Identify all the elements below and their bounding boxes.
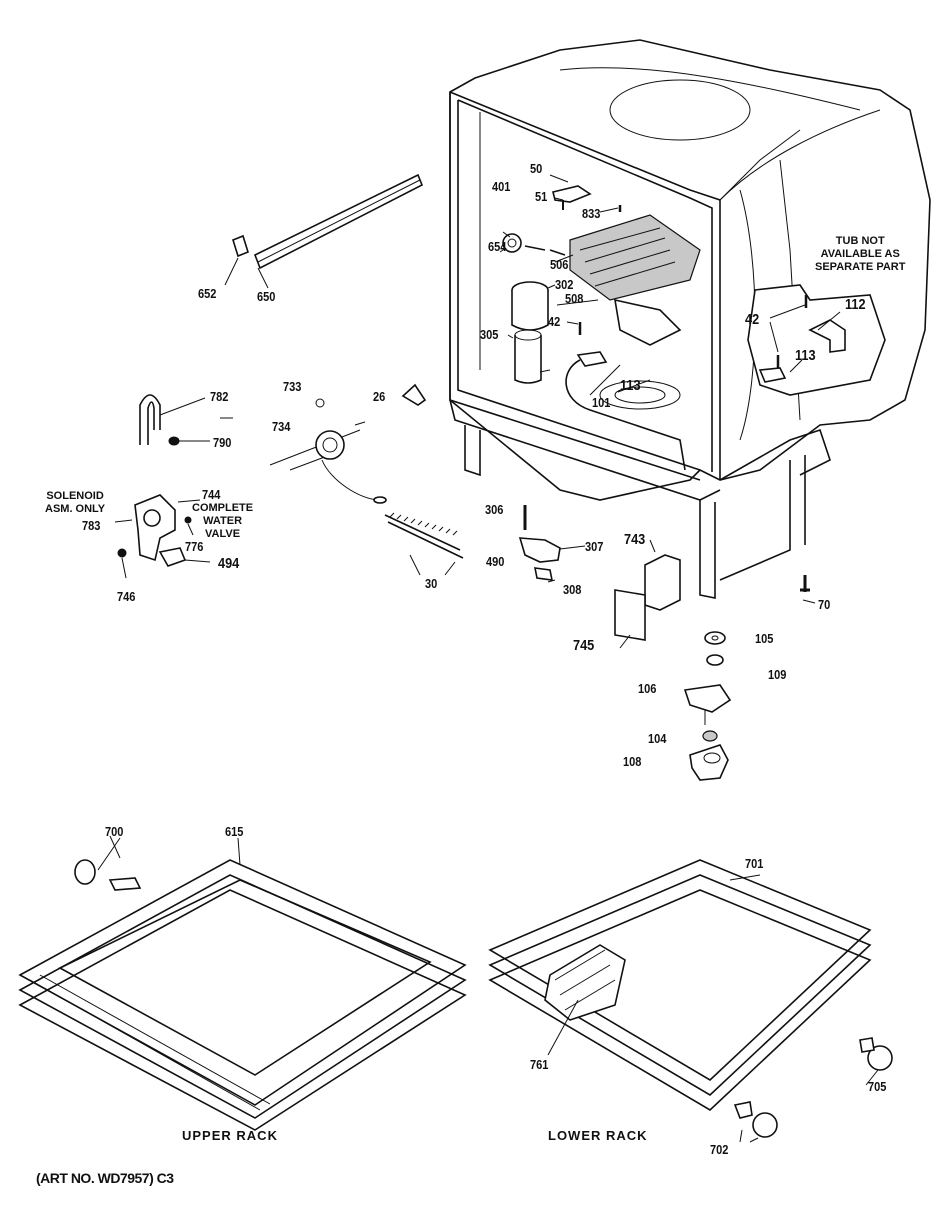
part-label-746: 746 — [117, 589, 136, 604]
part-label-790: 790 — [213, 435, 232, 450]
upper-rack-caption: UPPER RACK — [182, 1128, 278, 1143]
part-label-104: 104 — [648, 731, 667, 746]
lower-rack-caption: LOWER RACK — [548, 1128, 648, 1143]
part-label-494: 494 — [218, 555, 240, 572]
part-label-733: 733 — [283, 379, 302, 394]
part-label-745: 745 — [573, 637, 595, 654]
part-label-744: 744 — [202, 487, 221, 502]
detergent-cover-parts — [614, 539, 681, 649]
part-label-701: 701 — [745, 856, 764, 871]
part-label-652: 652 — [198, 286, 217, 301]
part-label-42-inset: 42 — [745, 311, 760, 328]
part-label-101: 101 — [592, 395, 611, 410]
part-label-782: 782 — [210, 389, 229, 404]
water-valve-note: COMPLETE WATER VALVE — [192, 502, 254, 540]
part-label-833: 833 — [582, 206, 601, 221]
part-label-70: 70 — [818, 597, 831, 612]
part-label-702: 702 — [710, 1142, 729, 1157]
part-label-106: 106 — [638, 681, 657, 696]
part-label-42: 42 — [548, 314, 561, 329]
part-label-508: 508 — [565, 291, 584, 306]
part-label-307: 307 — [585, 539, 604, 554]
part-label-26: 26 — [373, 389, 386, 404]
part-label-776: 776 — [185, 539, 204, 554]
door-gasket-parts — [224, 173, 424, 289]
leader-lines — [97, 174, 879, 1143]
part-label-308: 308 — [563, 582, 582, 597]
water-valve-parts — [114, 494, 211, 579]
tub-note: TUB NOT AVAILABLE AS SEPARATE PART — [815, 235, 906, 273]
part-label-761: 761 — [530, 1057, 549, 1072]
part-label-112: 112 — [845, 296, 866, 313]
part-label-401: 401 — [492, 179, 511, 194]
solenoid-note: SOLENOID ASM. ONLY — [45, 490, 106, 515]
part-label-705: 705 — [868, 1079, 887, 1094]
part-label-783: 783 — [82, 518, 101, 533]
part-label-302: 302 — [555, 277, 574, 292]
door-spring-parts — [269, 383, 464, 576]
part-label-105: 105 — [755, 631, 774, 646]
art-number-footer: (ART NO. WD7957) C3 — [36, 1170, 174, 1186]
upper-rack-illustration — [18, 859, 467, 1131]
part-label-51: 51 — [535, 189, 548, 204]
part-label-506: 506 — [550, 257, 569, 272]
fill-hose-parts — [139, 394, 210, 446]
part-label-113: 113 — [620, 377, 641, 394]
part-label-305: 305 — [480, 327, 499, 342]
part-label-700: 700 — [105, 824, 124, 839]
part-label-50: 50 — [530, 161, 543, 176]
part-label-654: 654 — [488, 239, 507, 254]
part-label-306: 306 — [485, 502, 504, 517]
part-label-490: 490 — [486, 554, 505, 569]
rack-rollers — [74, 859, 893, 1138]
part-label-113-inset: 113 — [795, 347, 816, 364]
part-label-734: 734 — [272, 419, 291, 434]
part-label-743: 743 — [624, 531, 646, 548]
part-label-109: 109 — [768, 667, 787, 682]
drain-parts — [683, 575, 810, 781]
lower-rack-illustration — [488, 859, 872, 1111]
part-label-650: 650 — [257, 289, 276, 304]
part-label-30: 30 — [425, 576, 438, 591]
part-label-108: 108 — [623, 754, 642, 769]
tub-note-inset — [747, 284, 886, 396]
door-switch-parts — [518, 537, 586, 583]
part-label-615: 615 — [225, 824, 244, 839]
